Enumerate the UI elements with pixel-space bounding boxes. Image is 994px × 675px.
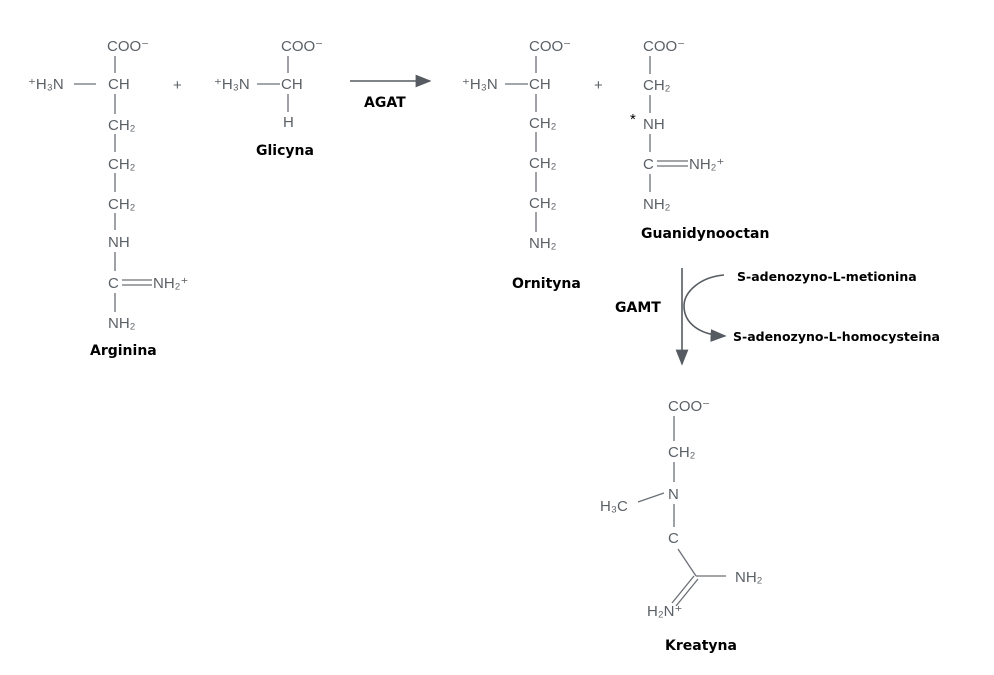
- atom-coo: COO⁻: [668, 398, 710, 415]
- sah-label: S-adenozyno-L-homocysteina: [733, 329, 940, 344]
- atom-ch2: CH₂: [529, 115, 557, 132]
- cosubstrate-curved-arrow: [683, 274, 727, 342]
- atom-coo: COO⁻: [643, 38, 685, 55]
- atom-nh2: NH₂: [108, 315, 136, 332]
- sam-label: S-adenozyno-L-metionina: [737, 269, 917, 284]
- ornithine-structure: COO⁻ ⁺H₃N CH CH₂ CH₂ CH₂ NH₂ Ornityna: [462, 38, 581, 292]
- atom-h3n: ⁺H₃N: [28, 76, 64, 93]
- atom-ch: CH: [281, 76, 303, 93]
- atom-ch2: CH₂: [529, 195, 557, 212]
- atom-n: N: [668, 486, 679, 503]
- arginine-label: Arginina: [90, 343, 157, 359]
- glycine-structure: COO⁻ ⁺H₃N CH H Glicyna: [214, 38, 323, 159]
- asterisk-mark: *: [630, 111, 636, 128]
- atom-ch2: CH₂: [108, 117, 136, 134]
- atom-ch2: CH₂: [668, 444, 696, 461]
- atom-c: C: [108, 275, 119, 292]
- atom-coo: COO⁻: [529, 38, 571, 55]
- plus-sign: +: [173, 77, 182, 94]
- plus-sign: +: [594, 77, 603, 94]
- atom-nh: NH: [643, 116, 665, 133]
- atom-nh2: NH₂: [643, 196, 671, 213]
- glycine-label: Glicyna: [256, 143, 314, 159]
- creatine-structure: COO⁻ CH₂ N H₃C C NH₂ H₂N⁺ Kreatyna: [600, 398, 763, 654]
- atom-coo: COO⁻: [281, 38, 323, 55]
- enzyme-gamt-label: GAMT: [615, 300, 661, 316]
- ornithine-label: Ornityna: [512, 276, 581, 292]
- atom-ch2: CH₂: [643, 77, 671, 94]
- atom-nh2-plus: NH₂⁺: [153, 275, 188, 292]
- atom-h: H: [283, 114, 294, 131]
- atom-ch: CH: [529, 76, 551, 93]
- atom-nh2: NH₂: [529, 235, 557, 252]
- atom-nh2: NH₂: [735, 569, 763, 586]
- atom-c: C: [668, 530, 679, 547]
- atom-h2n-plus: H₂N⁺: [647, 603, 682, 620]
- atom-ch: CH: [108, 76, 130, 93]
- atom-ch2: CH₂: [108, 196, 136, 213]
- atom-coo: COO⁻: [107, 38, 149, 55]
- atom-ch2: CH₂: [529, 155, 557, 172]
- atom-nh2-plus: NH₂⁺: [689, 156, 724, 173]
- arginine-structure: COO⁻ ⁺H₃N CH CH₂ CH₂ CH₂ NH C NH₂⁺ NH₂ A…: [28, 38, 188, 359]
- atom-c: C: [643, 156, 654, 173]
- atom-h3n: ⁺H₃N: [462, 76, 498, 93]
- guanidinoacetate-structure: COO⁻ CH₂ * NH C NH₂⁺ NH₂ Guanidynooctan: [630, 38, 769, 242]
- creatine-label: Kreatyna: [665, 638, 737, 654]
- enzyme-agat-label: AGAT: [364, 95, 406, 111]
- atom-h3c: H₃C: [600, 498, 628, 515]
- atom-h3n: ⁺H₃N: [214, 76, 250, 93]
- atom-nh: NH: [108, 234, 130, 251]
- atom-ch2: CH₂: [108, 156, 136, 173]
- guanidinoacetate-label: Guanidynooctan: [641, 226, 769, 242]
